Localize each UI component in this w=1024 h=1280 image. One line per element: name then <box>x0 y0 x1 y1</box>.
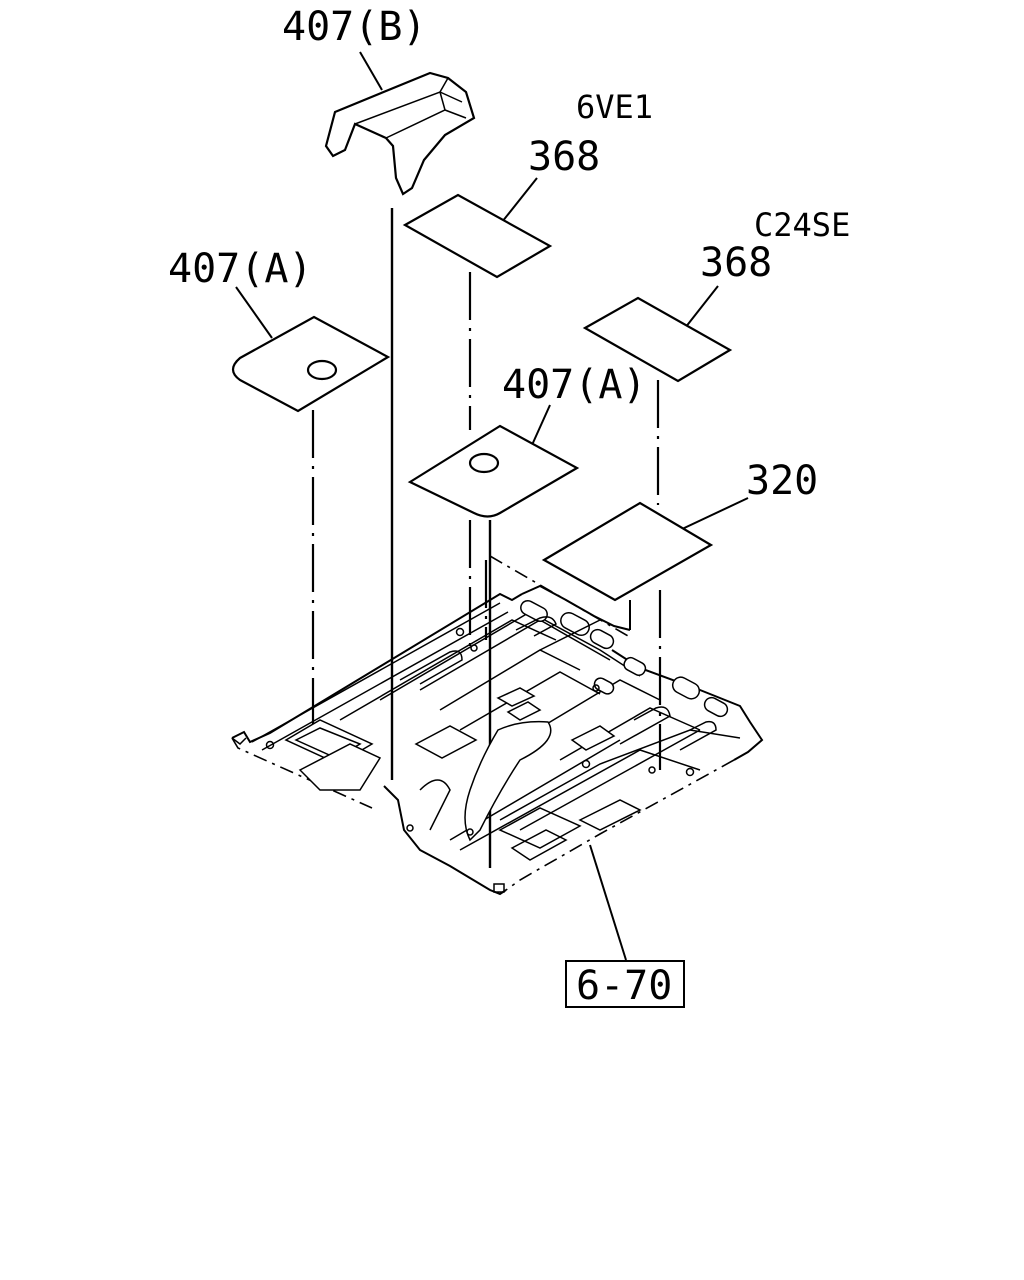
reference-box-6-70[interactable]: 6-70 <box>565 960 685 1009</box>
label-320: 320 <box>746 458 818 504</box>
part-407b-insulator <box>324 71 476 196</box>
label-368-right: 368 <box>700 240 772 286</box>
part-368-right-pad <box>582 296 733 383</box>
label-368-top: 368 <box>528 134 600 180</box>
label-407b: 407(B) <box>282 4 427 50</box>
label-407a-left: 407(A) <box>168 246 313 292</box>
label-6ve1: 6VE1 <box>576 88 653 126</box>
leader-6-70 <box>589 844 627 961</box>
leader-407a-left <box>235 286 273 339</box>
part-407a-left-pad <box>231 315 391 413</box>
label-c24se: C24SE <box>754 206 850 244</box>
alignment-lines <box>311 208 662 868</box>
leader-407a-center <box>531 404 551 446</box>
leader-368-right <box>684 285 719 329</box>
leader-407b <box>359 51 383 91</box>
leader-368-top <box>501 177 538 223</box>
label-407a-center: 407(A) <box>502 362 647 408</box>
part-320-pad <box>541 501 714 602</box>
label-6-70: 6-70 <box>576 963 672 1009</box>
part-407a-center-pad <box>407 424 580 518</box>
floor-panel-assembly <box>231 555 764 896</box>
leader-320 <box>679 497 749 531</box>
part-368-top-pad <box>402 193 553 279</box>
